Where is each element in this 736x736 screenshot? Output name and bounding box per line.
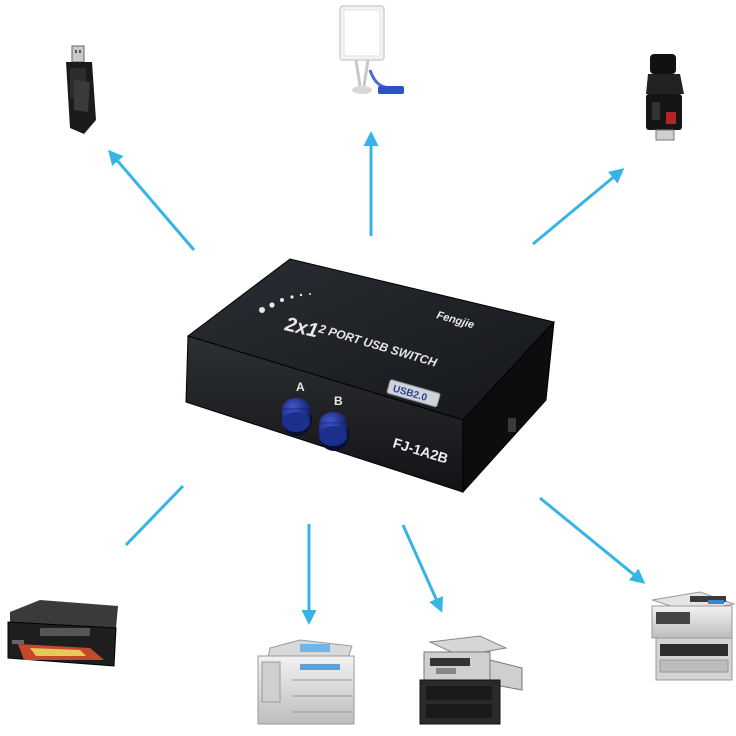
wifi-antenna-adapter-icon [339, 5, 404, 94]
copier-icon [257, 639, 355, 725]
usb-dongle-icon [646, 54, 684, 141]
usb-switch-device: 2x1 2 PORT USB SWITCH Fengjie USB2.0 FJ-… [185, 258, 555, 494]
usb-flash-drive-icon [66, 45, 96, 134]
connection-arrows [108, 131, 646, 625]
port-a-label: A [296, 380, 305, 394]
arrow-to-inkjet-printer [124, 484, 185, 547]
ratio-logo [259, 293, 311, 313]
arrow-to-multifunction-printer [401, 524, 443, 613]
multifunction-printer-icon [419, 635, 523, 725]
port-b-label: B [334, 394, 343, 408]
laser-printer-icon [651, 591, 736, 681]
port-a-button[interactable] [282, 398, 312, 436]
device-side-face [462, 320, 555, 494]
arrow-to-dongle [532, 168, 625, 246]
port-b-button[interactable] [319, 412, 349, 451]
inkjet-printer-icon [7, 600, 118, 667]
arrow-to-laser-printer [539, 496, 646, 584]
arrow-to-flash-drive [108, 149, 196, 251]
